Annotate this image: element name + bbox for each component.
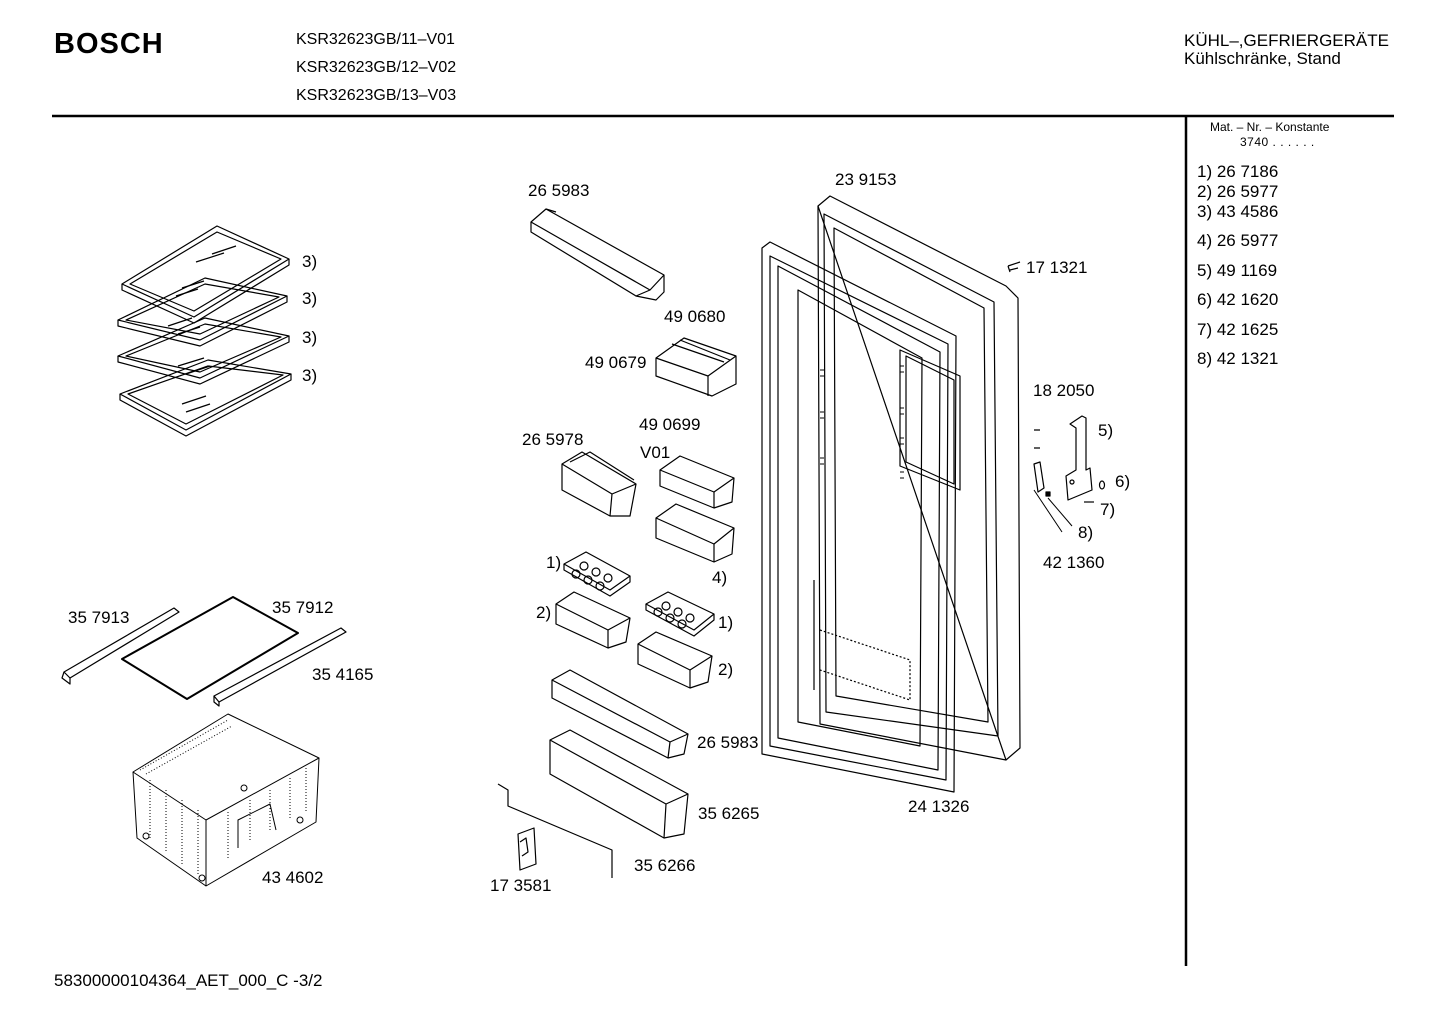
egg-tray-right: [645, 591, 715, 637]
part-number-label: 42 1360: [1043, 553, 1105, 572]
part-number-label: 49 0699: [639, 415, 701, 434]
door-panel: [813, 195, 1021, 761]
ref-item-6: 6) 42 1620: [1197, 290, 1279, 309]
document-code: 58300000104364_AET_000_C -3/2: [54, 971, 323, 990]
crisper-drawer: [132, 713, 320, 887]
door-bin-left: [555, 591, 631, 649]
door-box-v01-lower: [655, 503, 735, 563]
mat-nr-value: 3740 . . . . . .: [1240, 135, 1315, 149]
part-number-label: 35 4165: [312, 665, 374, 684]
shelf-ref-label: 3): [302, 289, 318, 308]
shelf-ref-label: 3): [302, 366, 318, 385]
ref-item-3: 3) 43 4586: [1197, 202, 1279, 221]
glass-shelf-3: [117, 317, 290, 385]
ref-item-5: 5) 49 1169: [1197, 261, 1278, 280]
part-number-label: 35 6265: [698, 804, 760, 823]
ref-label: 7): [1100, 500, 1116, 519]
ref-item-7: 7) 42 1625: [1197, 320, 1279, 339]
part-number-label: 26 5978: [522, 430, 584, 449]
crisper-rail-left: [61, 607, 180, 685]
part-number-label: 35 7913: [68, 608, 130, 627]
glass-shelf-1: [121, 225, 290, 324]
part-number-label: 26 5983: [697, 733, 759, 752]
label-strip: [497, 783, 613, 878]
shelf-ref-label: 3): [302, 328, 318, 347]
egg-tray-left: [563, 551, 631, 597]
door-clip: [517, 827, 537, 871]
shelf-holder-bracket: [655, 337, 737, 397]
mat-nr-label: Mat. – Nr. – Konstante: [1210, 120, 1330, 134]
category-subtitle: Kühlschränke, Stand: [1184, 49, 1341, 68]
brand-logo: BOSCH: [54, 28, 164, 60]
part-number-label: 49 0679: [585, 353, 647, 372]
shelf-ref-label: 3): [302, 252, 318, 271]
part-number-label: 24 1326: [908, 797, 970, 816]
door-bin-right: [637, 631, 713, 689]
ref-label: 6): [1115, 472, 1131, 491]
door-box-265978: [561, 451, 637, 517]
screw-171321: [1007, 261, 1021, 273]
crisper-rail-right: [213, 627, 347, 707]
model-number-3: KSR32623GB/13–V03: [296, 87, 457, 104]
category-title: KÜHL–,GEFRIERGERÄTE: [1184, 31, 1389, 50]
ref-label: 2): [536, 603, 552, 622]
door-seal: [761, 241, 957, 793]
ref-item-8: 8) 42 1321: [1197, 349, 1279, 368]
part-number-label: 17 1321: [1026, 258, 1088, 277]
ref-label: 1): [718, 613, 734, 632]
ref-label: 2): [718, 660, 734, 679]
ref-item-4: 4) 26 5977: [1197, 231, 1279, 250]
door-box-v01-upper: [659, 455, 735, 509]
glass-shelf-stack: [117, 225, 292, 437]
crisper-glass-cover: [121, 596, 299, 700]
ref-label: 4): [712, 568, 728, 587]
part-number-label: 17 3581: [490, 876, 552, 895]
variant-label: V01: [640, 443, 671, 462]
part-number-label: 23 9153: [835, 170, 897, 189]
part-number-label: 49 0680: [664, 307, 726, 326]
ref-item-1: 1) 26 7186: [1197, 162, 1279, 181]
model-number-2: KSR32623GB/12–V02: [296, 59, 457, 76]
part-number-label: 35 6266: [634, 856, 696, 875]
glass-shelf-4: [119, 359, 292, 437]
ref-label: 1): [546, 553, 562, 572]
part-number-label: 43 4602: [262, 868, 324, 887]
model-number-1: KSR32623GB/11–V01: [296, 31, 455, 48]
ref-label: 8): [1078, 523, 1094, 542]
part-number-label: 18 2050: [1033, 381, 1095, 400]
part-number-label: 26 5983: [528, 181, 590, 200]
hinge-assembly: [1033, 415, 1106, 533]
ref-item-2: 2) 26 5977: [1197, 182, 1279, 201]
glass-shelf-2: [117, 277, 288, 347]
door-shelf-long-2: [549, 729, 689, 839]
part-number-label: 35 7912: [272, 598, 334, 617]
door-shelf-top: [530, 208, 665, 301]
ref-label: 5): [1098, 421, 1114, 440]
seal-clips: [820, 365, 904, 479]
door-shelf-long-1: [551, 669, 689, 759]
